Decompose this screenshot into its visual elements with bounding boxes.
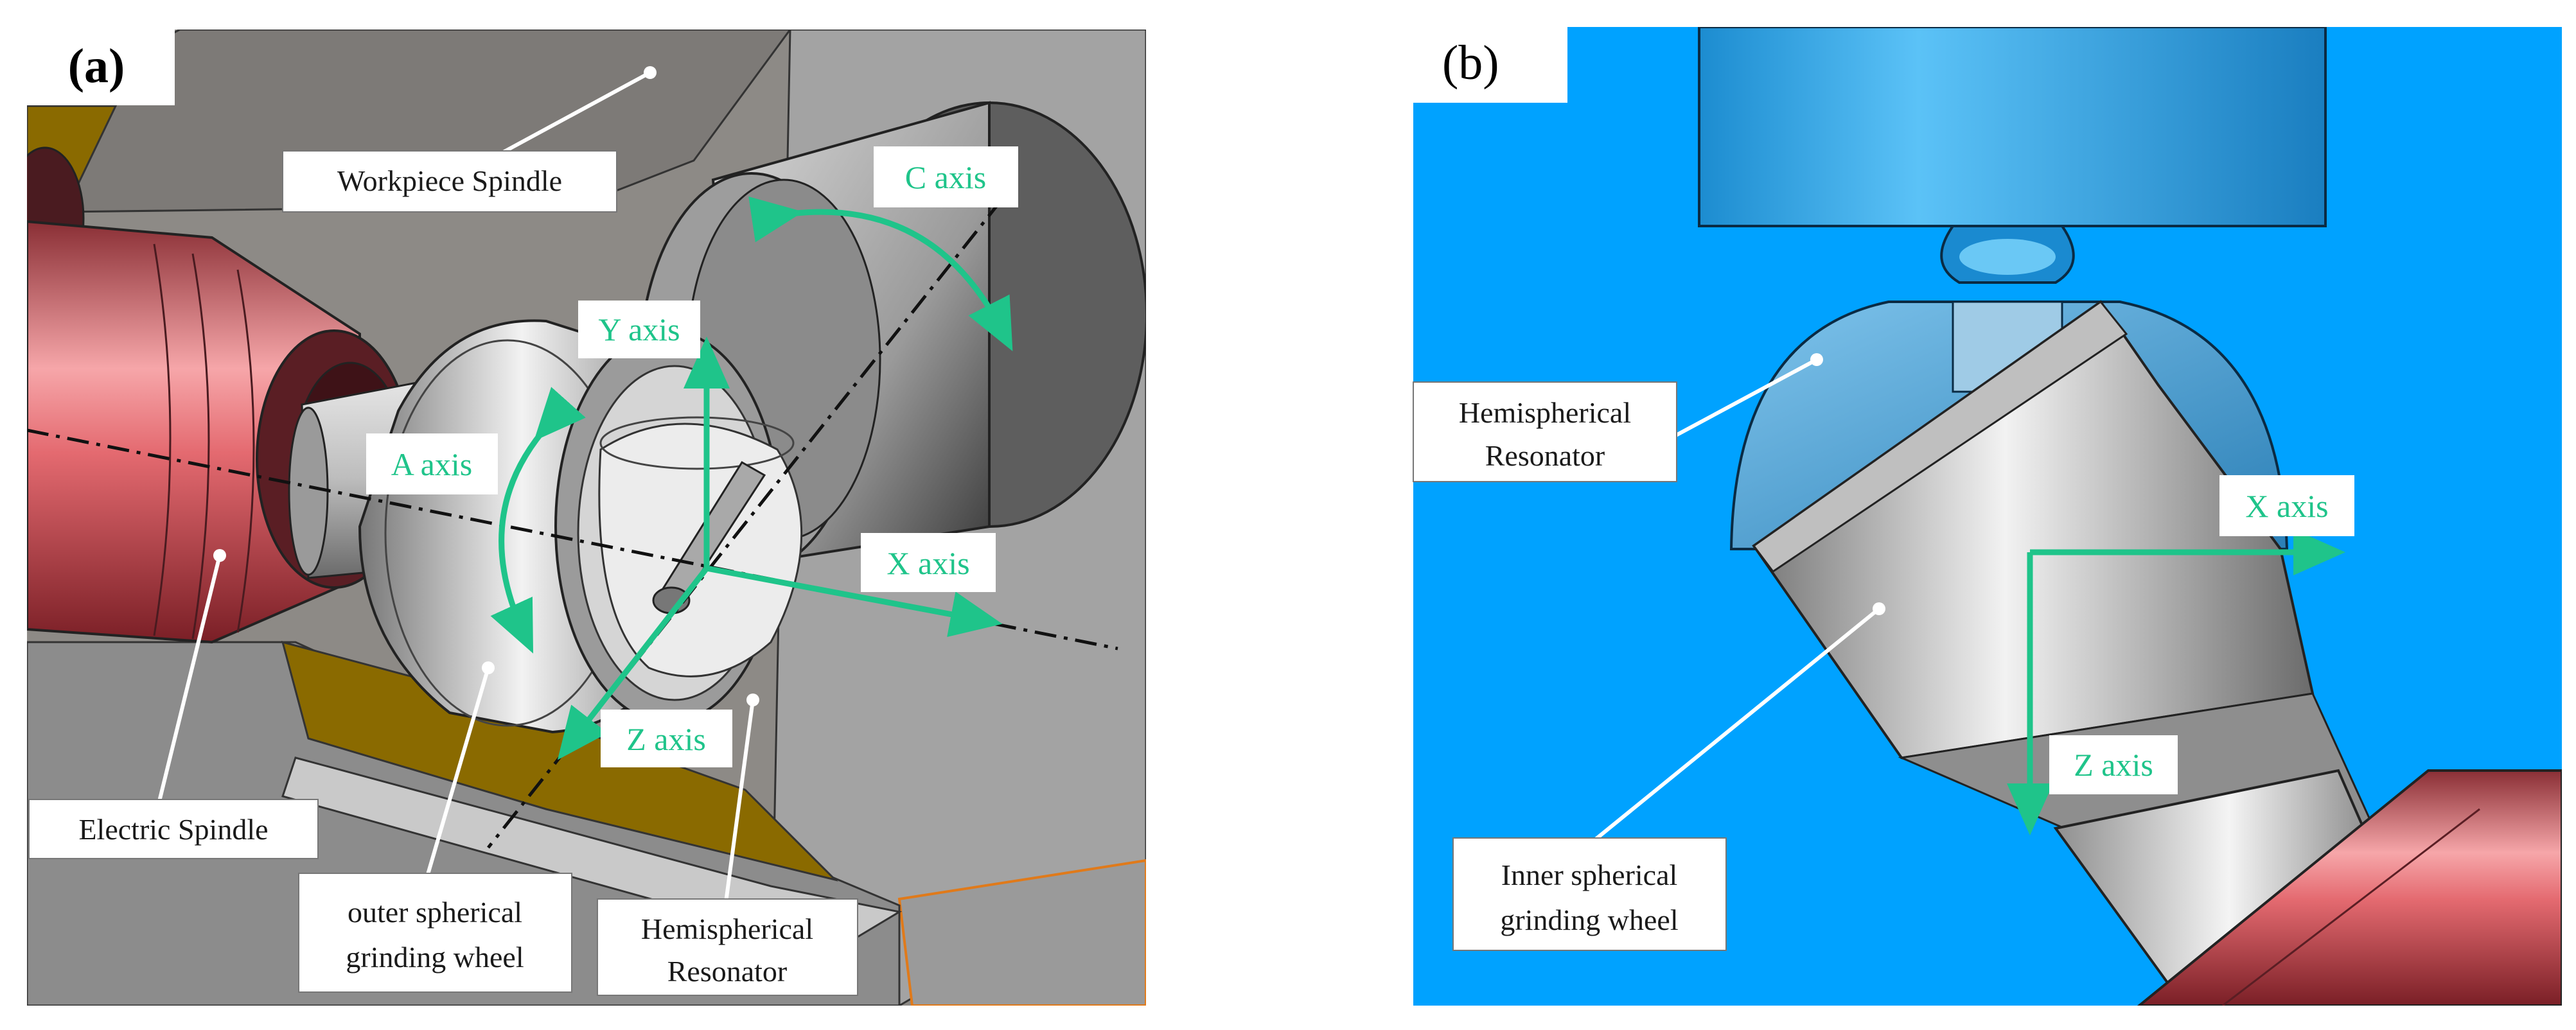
z-axis-label-b: Z axis xyxy=(2074,747,2153,783)
panel-b: Hemispherical Resonator Inner spherical … xyxy=(1413,27,2562,1006)
axis-label-z-a: Z axis xyxy=(601,710,732,767)
leaders-a xyxy=(155,71,755,903)
axes-a xyxy=(490,196,1013,760)
panel-b-tag-text: (b) xyxy=(1442,36,1499,90)
inner-wheel-label-line2: grinding wheel xyxy=(1500,903,1678,936)
c-axis-label: C axis xyxy=(905,159,986,195)
callout-resonator-a: Hemispherical Resonator xyxy=(597,898,858,996)
panel-b-tag: (b) xyxy=(1413,27,1567,103)
x-axis-arrow-a xyxy=(706,565,1003,638)
workpiece-holder xyxy=(1698,27,2327,227)
callout-workpiece-spindle: Workpiece Spindle xyxy=(282,150,617,213)
panel-a-tag: (a) xyxy=(27,30,175,105)
z-axis-arrow-a xyxy=(557,566,709,760)
leader-dots-a xyxy=(213,66,759,706)
a-axis-arc xyxy=(490,387,586,654)
outer-wheel-label-line1: outer spherical xyxy=(348,896,522,929)
panel-a: Workpiece Spindle Electric Spindle outer… xyxy=(27,30,1146,1006)
electric-spindle-b xyxy=(2137,769,2562,1006)
axis-label-y: Y axis xyxy=(578,301,700,358)
outer-wheel-label-line2: grinding wheel xyxy=(346,941,524,973)
axis-label-a: A axis xyxy=(366,433,498,494)
workpiece-spindle-label: Workpiece Spindle xyxy=(337,164,562,197)
a-axis-label: A axis xyxy=(391,446,472,482)
callout-inner-wheel: Inner spherical grinding wheel xyxy=(1452,837,1727,951)
leaders-b xyxy=(1592,358,1880,843)
callout-electric-spindle: Electric Spindle xyxy=(28,799,319,859)
x-axis-label-b: X axis xyxy=(2245,488,2328,524)
callout-outer-wheel: outer spherical grinding wheel xyxy=(298,873,572,993)
resonator-a-label-line1: Hemispherical xyxy=(641,912,813,945)
resonator-b-label-line1: Hemispherical xyxy=(1459,396,1631,429)
leader-dots-b xyxy=(1810,353,1885,615)
axis-label-x-b: X axis xyxy=(2219,475,2354,536)
axis-label-z-b: Z axis xyxy=(2049,735,2178,794)
electric-spindle-label: Electric Spindle xyxy=(78,813,268,846)
inner-wheel-label-line1: Inner spherical xyxy=(1501,859,1678,891)
outer-grinding-wheel xyxy=(358,319,803,734)
resonator-a-label-line2: Resonator xyxy=(667,955,788,988)
z-axis-label-a: Z axis xyxy=(626,721,706,757)
c-axis-arc xyxy=(748,196,1013,352)
callout-resonator-b: Hemispherical Resonator xyxy=(1413,381,1677,482)
resonator-b-label-line2: Resonator xyxy=(1485,439,1605,472)
x-axis-label-a: X axis xyxy=(887,545,969,581)
axes-b xyxy=(2007,529,2345,835)
y-axis-label-a: Y axis xyxy=(598,311,680,347)
axis-label-c: C axis xyxy=(874,146,1018,207)
axis-label-x-a: X axis xyxy=(861,533,996,592)
panel-a-tag-text: (a) xyxy=(68,39,125,93)
